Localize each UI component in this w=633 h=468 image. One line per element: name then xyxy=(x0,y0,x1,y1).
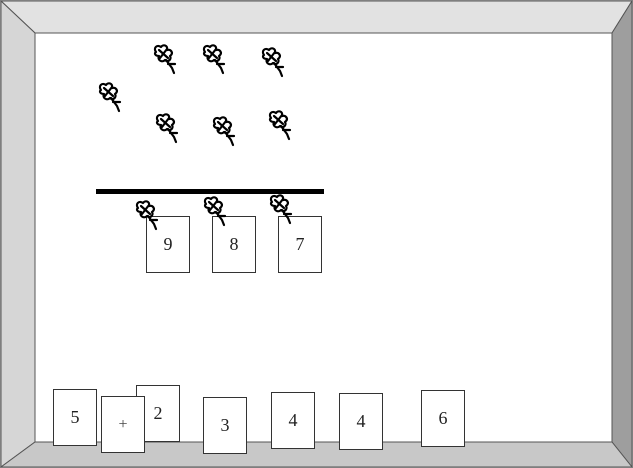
number-card-6[interactable]: 6 xyxy=(421,390,465,447)
pushpin-icon[interactable] xyxy=(265,108,295,142)
card-label: 2 xyxy=(154,403,163,424)
card-label: 3 xyxy=(221,415,230,436)
pushpin-icon[interactable] xyxy=(258,45,288,79)
pushpin-icon[interactable] xyxy=(95,80,125,114)
top-frame xyxy=(1,1,632,33)
card-label: 7 xyxy=(296,234,305,255)
card-label: + xyxy=(118,416,127,434)
pushpin-icon[interactable] xyxy=(132,198,162,232)
pushpin-icon[interactable] xyxy=(152,111,182,145)
left-frame xyxy=(1,1,35,467)
pushpin-icon[interactable] xyxy=(266,192,296,226)
pushpin-icon[interactable] xyxy=(150,42,180,76)
number-card-3[interactable]: 3 xyxy=(203,397,247,454)
number-card-4[interactable]: 4 xyxy=(271,392,315,449)
card-label: 5 xyxy=(71,407,80,428)
card-label: 4 xyxy=(289,410,298,431)
pushpin-icon[interactable] xyxy=(209,114,239,148)
number-card-4b[interactable]: 4 xyxy=(339,393,383,450)
card-label: 9 xyxy=(164,234,173,255)
card-label: 8 xyxy=(230,234,239,255)
right-wall xyxy=(612,1,632,467)
card-label: 4 xyxy=(357,411,366,432)
pushpin-icon[interactable] xyxy=(199,42,229,76)
number-card-5[interactable]: 5 xyxy=(53,389,97,446)
plus-card[interactable]: + xyxy=(101,396,145,453)
pushpin-icon[interactable] xyxy=(200,194,230,228)
card-label: 6 xyxy=(439,408,448,429)
